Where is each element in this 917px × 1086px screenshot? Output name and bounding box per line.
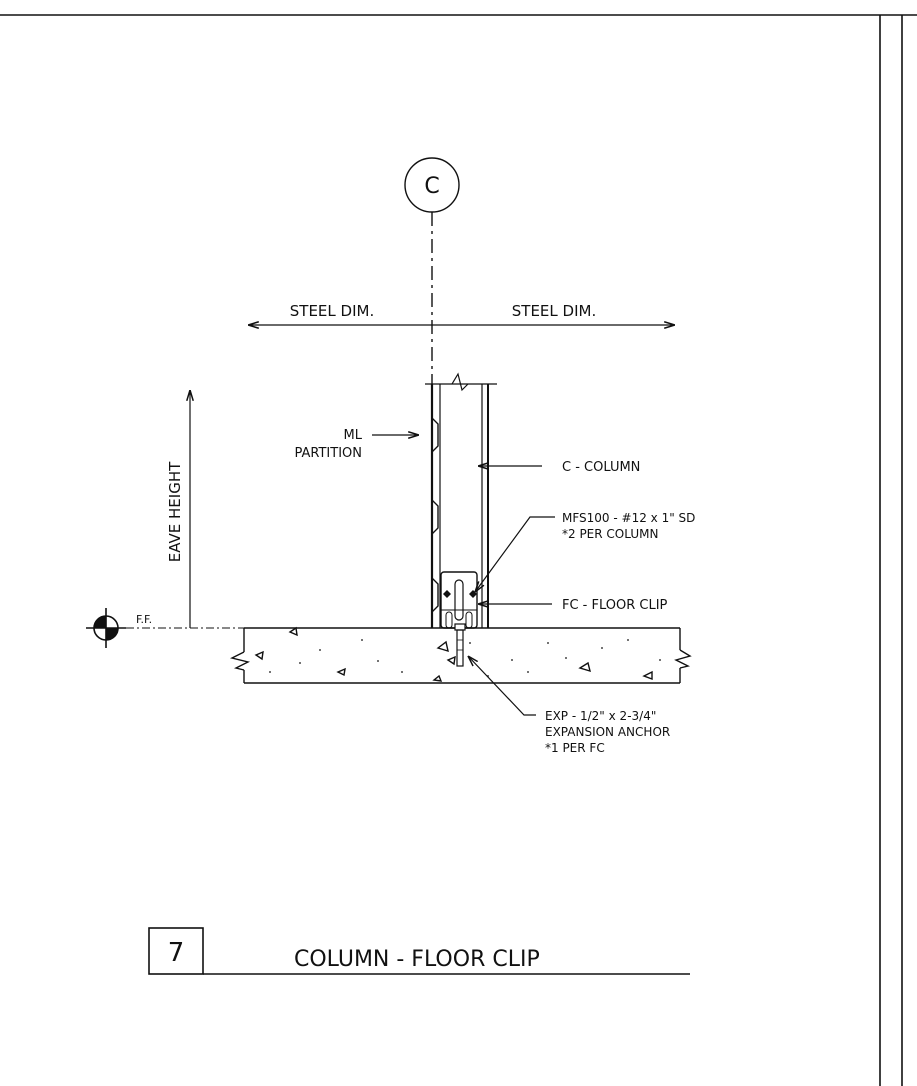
expansion-anchor [454,623,466,667]
partition-label-line1: ML [344,428,363,443]
grid-bubble: C [404,157,460,213]
partition-label-line2: PARTITION [295,446,363,461]
sheet-border [0,14,917,1086]
detail-number: 7 [168,938,185,968]
screw-label-line2: *2 PER COLUMN [562,527,658,541]
detail-title: COLUMN - FLOOR CLIP [294,947,540,972]
c-column [425,372,497,628]
leaders [372,435,555,716]
slab-aggregate-dots [269,639,661,677]
column-label: C - COLUMN [562,460,640,475]
grid-bubble-label: C [424,174,439,199]
anchor-label-line3: *1 PER FC [545,741,605,755]
screw-label-line1: MFS100 - #12 x 1" SD [562,511,695,525]
anchor-label-line1: EXP - 1/2" x 2-3/4" [545,709,656,723]
floor-clip [440,571,478,629]
detail-title-block [148,927,690,975]
finish-floor-symbol [86,608,244,648]
steel-dim-left-label: STEEL DIM. [290,302,374,320]
floor-clip-label: FC - FLOOR CLIP [562,598,668,613]
anchor-label-line2: EXPANSION ANCHOR [545,725,670,739]
steel-dim-right-label: STEEL DIM. [512,302,596,320]
ml-partition-profile [431,417,439,613]
eave-height-label: EAVE HEIGHT [166,461,184,562]
finish-floor-label: F.F. [136,613,152,626]
concrete-slab [229,626,692,684]
